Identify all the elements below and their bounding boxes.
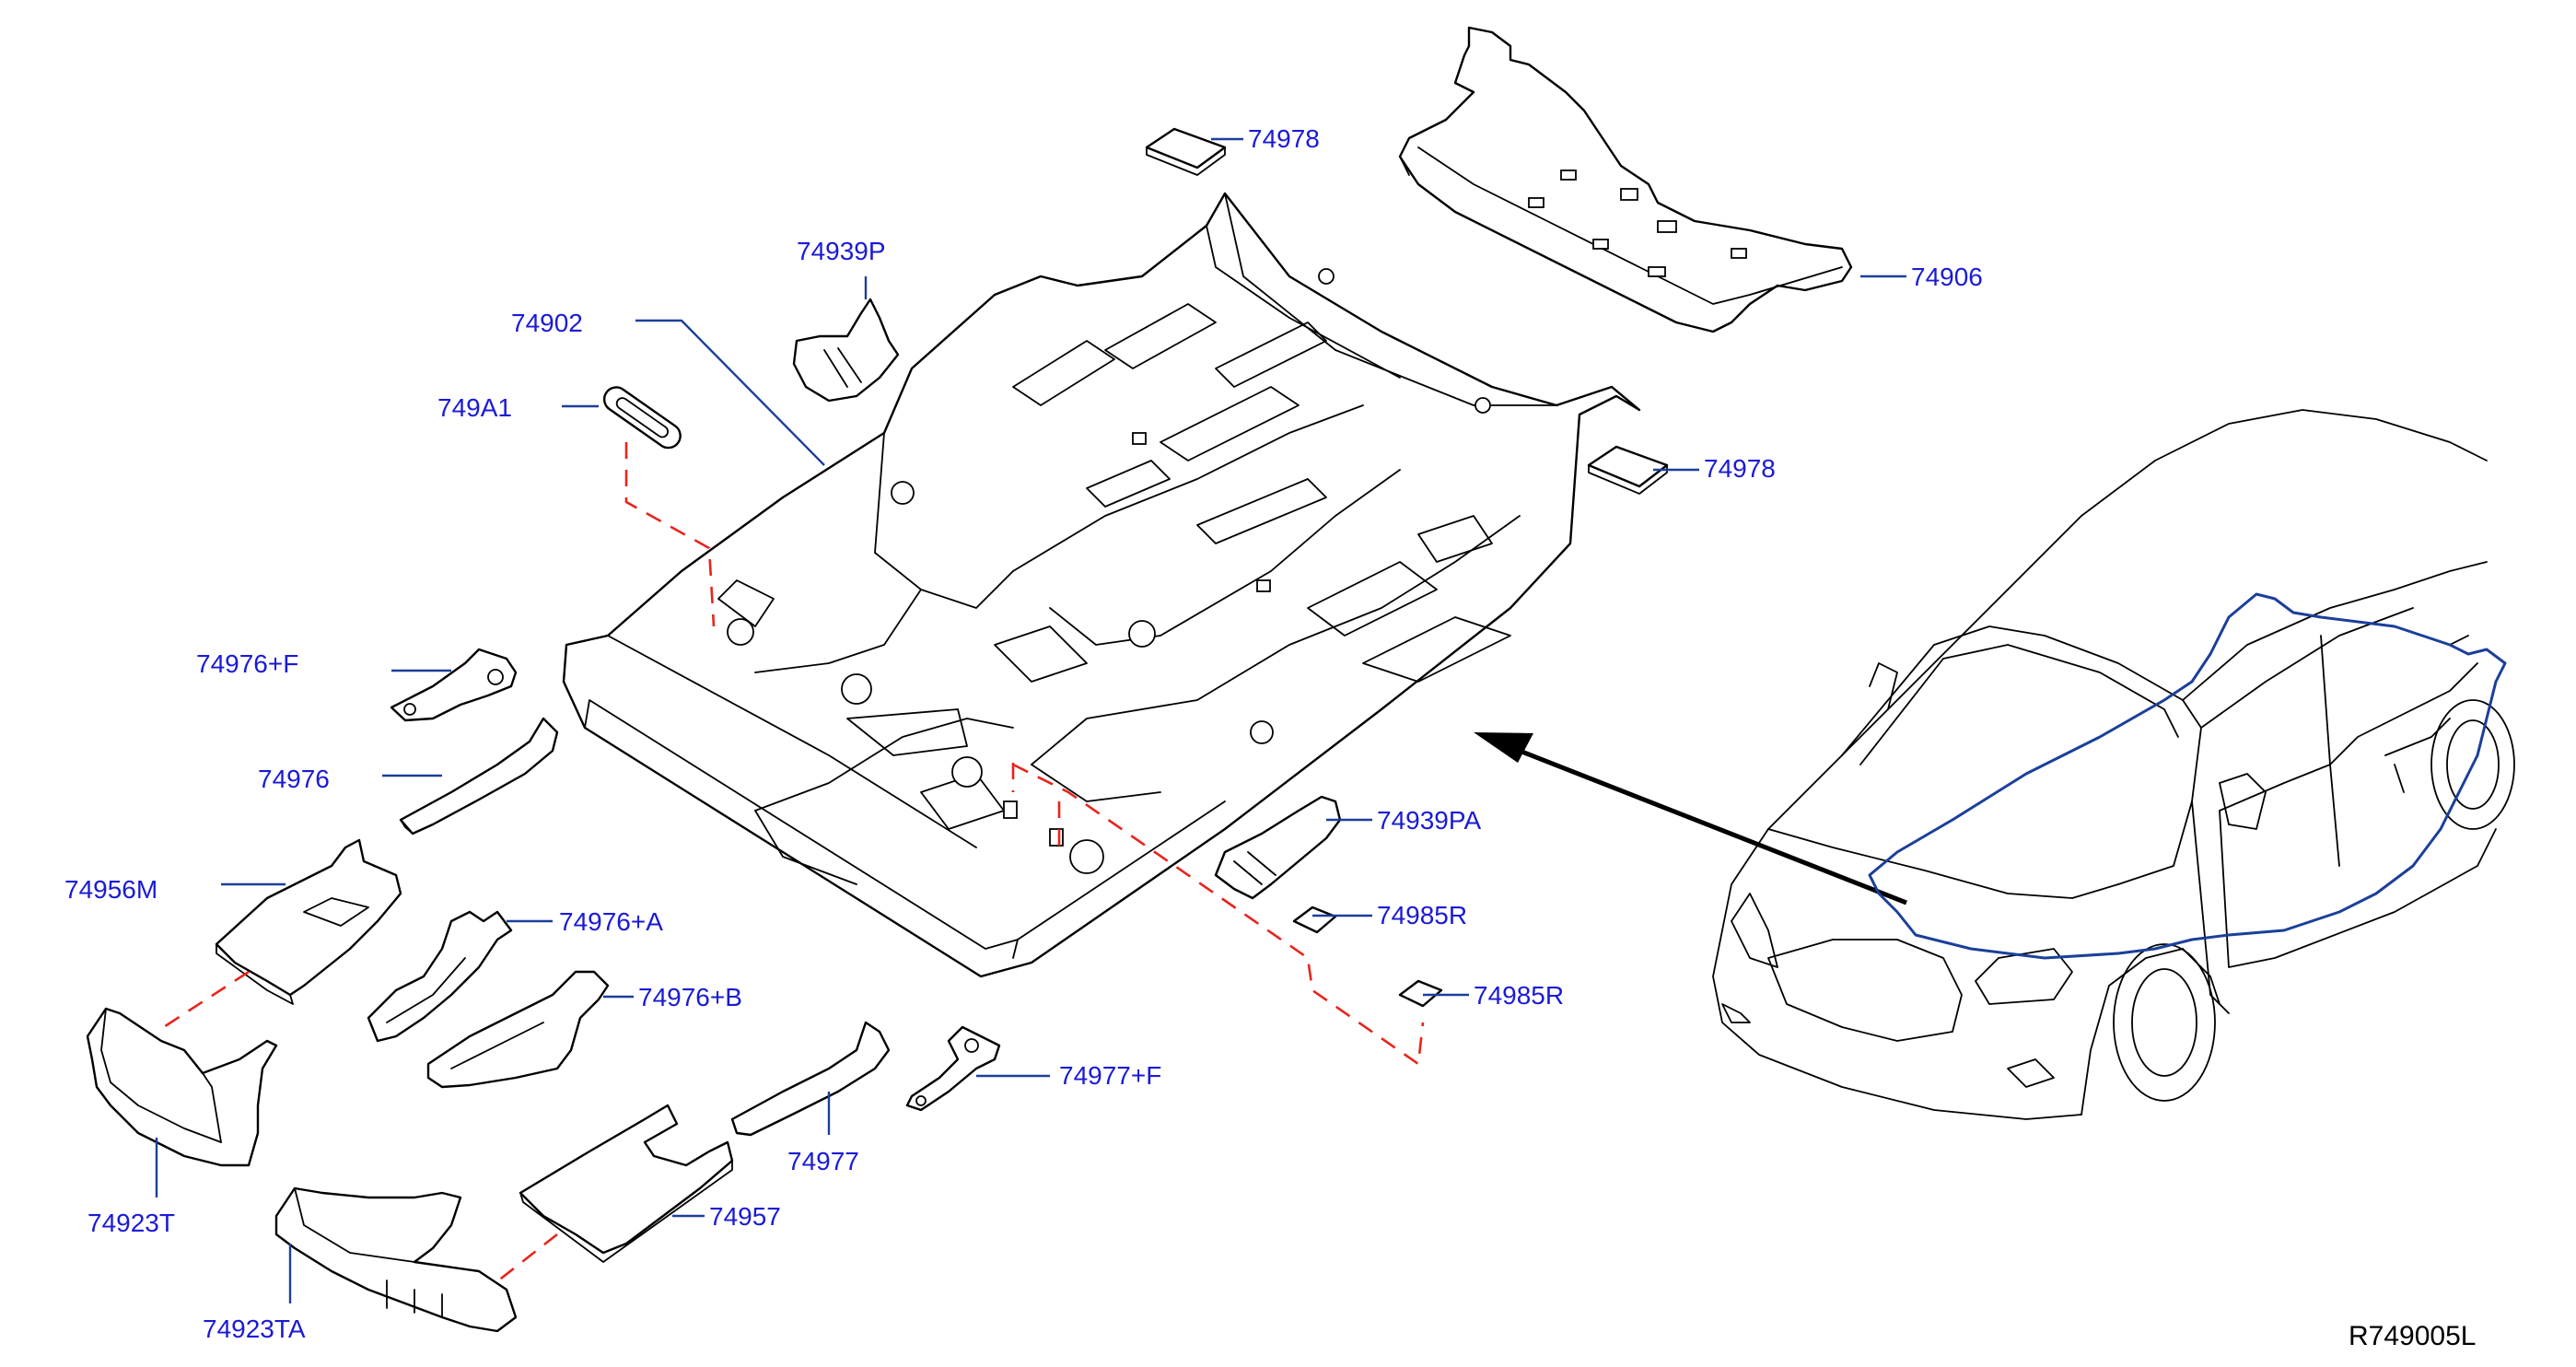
trim-74939PA <box>1214 795 1342 900</box>
rear-insulator-74906 <box>1398 26 1853 333</box>
callout-74923TA: 74923TA <box>203 1314 306 1343</box>
callout-74978-right: 74978 <box>1704 454 1776 483</box>
bracket-74976B <box>426 970 610 1089</box>
duct-74923TA <box>274 1186 518 1333</box>
callout-74976A: 74976+A <box>559 907 663 936</box>
dashed-links <box>156 442 1425 1287</box>
bracket-74977F <box>905 1025 1001 1112</box>
callout-74957: 74957 <box>709 1202 781 1231</box>
callout-74956M: 74956M <box>64 875 157 904</box>
callout-74939P: 74939P <box>797 237 886 265</box>
callout-74977F: 74977+F <box>1059 1061 1161 1090</box>
pad-74976 <box>399 717 559 835</box>
mat-74956M <box>215 838 402 1005</box>
bracket-74976A <box>367 910 513 1043</box>
callout-74985R-1: 74985R <box>1377 901 1467 929</box>
callout-74976: 74976 <box>258 765 330 793</box>
pad-74977 <box>730 1021 891 1137</box>
callout-74906: 74906 <box>1911 263 1983 291</box>
callout-74939PA: 74939PA <box>1377 806 1481 835</box>
pad-74985R-1 <box>1292 905 1337 934</box>
callout-74923T: 74923T <box>87 1209 175 1237</box>
vehicle-illustration <box>1712 409 2515 1120</box>
callout-74985R-2: 74985R <box>1474 981 1564 1010</box>
leader-lines <box>155 137 1906 1303</box>
pad-74985R-2 <box>1398 979 1443 1008</box>
diagram-code: R749005L <box>2349 1321 2476 1351</box>
duct-74923T <box>86 1007 278 1167</box>
mat-74957 <box>519 1104 734 1263</box>
callout-74978-top: 74978 <box>1248 124 1320 153</box>
trim-74939P <box>792 298 900 403</box>
clip-749A1 <box>602 386 682 450</box>
callout-749A1: 749A1 <box>437 393 512 422</box>
callout-74977: 74977 <box>787 1147 859 1175</box>
floor-carpet-74902 <box>562 192 1641 978</box>
bracket-74976F <box>390 648 518 722</box>
pad-74978-top <box>1145 127 1227 176</box>
callout-74902: 74902 <box>511 309 583 337</box>
locator-arrow <box>1474 732 1907 905</box>
callout-74976B: 74976+B <box>638 983 742 1011</box>
callout-labels: 74978 74939P 74906 74902 749A1 74978 749… <box>64 124 2476 1351</box>
callout-74976F: 74976+F <box>196 649 298 678</box>
